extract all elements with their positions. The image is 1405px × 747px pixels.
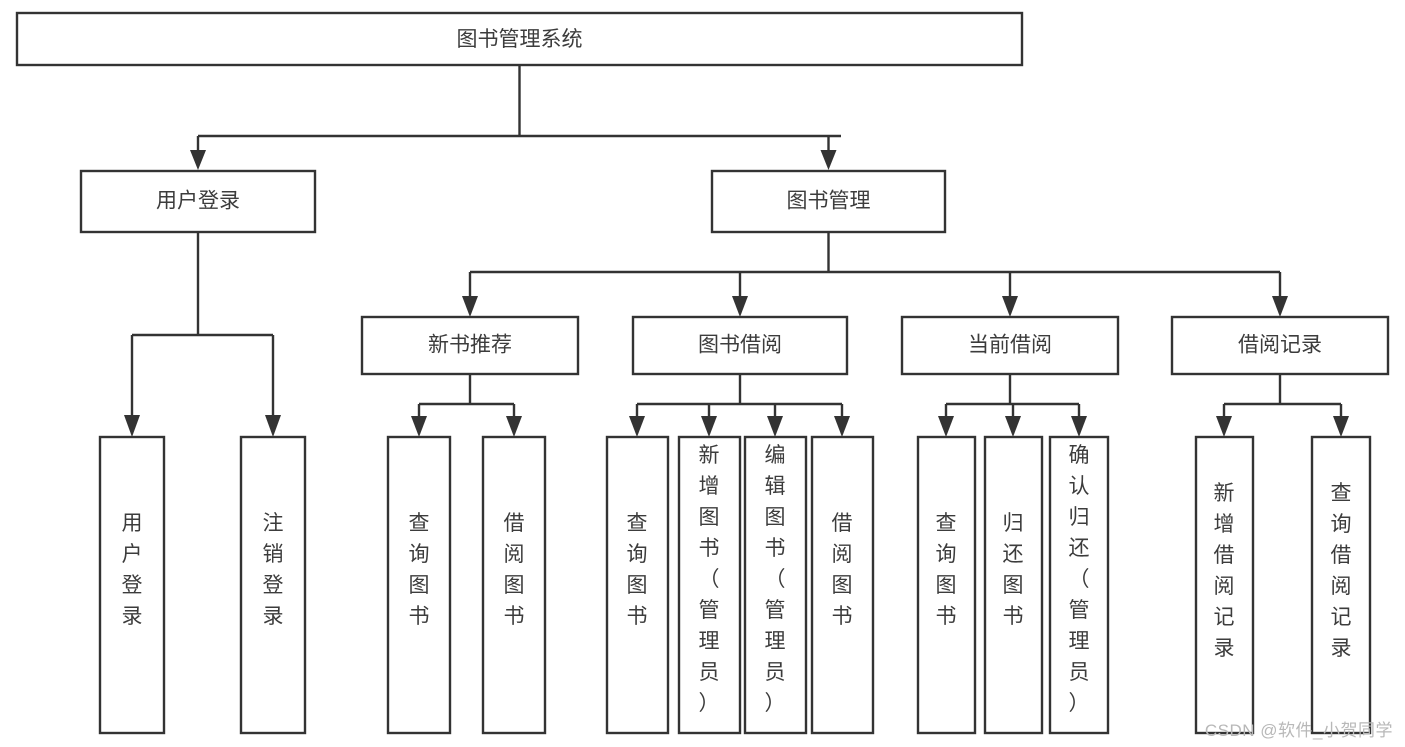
node-new-book-recommend-label: 新书推荐 xyxy=(428,334,512,357)
leaf-add-borrow-record-box[interactable] xyxy=(1194,435,1255,735)
leaf-edit-book-admin-label: 编辑图书（管理员） xyxy=(765,444,786,715)
leaf-borrow-book-recommend[interactable]: 借阅图书 xyxy=(481,435,547,735)
node-root[interactable]: 图书管理系统 xyxy=(15,11,1024,67)
node-book-borrow-box[interactable] xyxy=(631,315,849,376)
leaf-user-login-box[interactable] xyxy=(98,435,166,735)
arrow-user-leaf2-icon xyxy=(265,415,281,437)
leaf-query-book-recommend-box[interactable] xyxy=(386,435,452,735)
node-new-book-recommend-box[interactable] xyxy=(360,315,580,376)
node-borrow-record-box[interactable] xyxy=(1170,315,1390,376)
leaf-return-book-label: 归还图书 xyxy=(1003,512,1024,628)
leaf-return-book[interactable]: 归还图书 xyxy=(983,435,1044,735)
leaf-query-book-current[interactable]: 查询图书 xyxy=(916,435,977,735)
node-book-borrow[interactable]: 图书借阅 xyxy=(631,315,849,376)
node-borrow-record[interactable]: 借阅记录 xyxy=(1170,315,1390,376)
leaf-confirm-return-admin-label: 确认归还（管理员） xyxy=(1069,444,1090,715)
arrow-current-l1-icon xyxy=(938,416,954,437)
arrow-borrow-l4-icon xyxy=(834,416,850,437)
leaf-query-borrow-record-label: 查询借阅记录 xyxy=(1331,482,1352,660)
leaf-query-book-borrow-label: 查询图书 xyxy=(627,512,648,628)
leaf-add-book-admin[interactable]: 新增图书（管理员） xyxy=(677,435,742,735)
leaf-return-book-box[interactable] xyxy=(983,435,1044,735)
node-root-label: 图书管理系统 xyxy=(457,28,583,51)
node-borrow-record-label: 借阅记录 xyxy=(1238,334,1322,357)
arrow-root-to-book-icon xyxy=(820,150,837,170)
leaf-logout[interactable]: 注销登录 xyxy=(239,435,307,735)
leaf-confirm-return-admin-box[interactable] xyxy=(1048,435,1110,735)
leaf-query-book-borrow-box[interactable] xyxy=(605,435,670,735)
leaf-borrow-book-box[interactable] xyxy=(810,435,875,735)
leaf-add-book-admin-label: 新增图书（管理员） xyxy=(699,444,720,715)
arrow-user-leaf1-icon xyxy=(124,415,140,437)
arrow-book-c3-icon xyxy=(1002,296,1018,317)
leaf-query-book-recommend[interactable]: 查询图书 xyxy=(386,435,452,735)
leaf-add-book-admin-box[interactable] xyxy=(677,435,742,735)
leaf-borrow-book-recommend-box[interactable] xyxy=(481,435,547,735)
arrow-record-l2-icon xyxy=(1333,416,1349,437)
node-new-book-recommend[interactable]: 新书推荐 xyxy=(360,315,580,376)
node-book-management-box[interactable] xyxy=(710,169,947,234)
leaf-borrow-book[interactable]: 借阅图书 xyxy=(810,435,875,735)
node-book-management-label: 图书管理 xyxy=(787,190,871,213)
leaf-edit-book-admin[interactable]: 编辑图书（管理员） xyxy=(743,435,808,735)
arrow-current-l2-icon xyxy=(1005,416,1021,437)
leaf-logout-label: 注销登录 xyxy=(263,512,284,628)
arrow-record-l1-icon xyxy=(1216,416,1232,437)
arrow-newbook-l2-icon xyxy=(506,416,522,437)
node-current-borrow-box[interactable] xyxy=(900,315,1120,376)
leaf-user-login-label: 用户登录 xyxy=(122,512,143,628)
node-user-login-box[interactable] xyxy=(79,169,317,234)
arrow-borrow-l2-icon xyxy=(701,416,717,437)
arrow-book-c2-icon xyxy=(732,296,748,317)
node-current-borrow-label: 当前借阅 xyxy=(968,334,1052,357)
arrow-borrow-l3-icon xyxy=(767,416,783,437)
leaf-edit-book-admin-box[interactable] xyxy=(743,435,808,735)
leaf-query-book-current-label: 查询图书 xyxy=(936,512,957,628)
leaf-query-borrow-record[interactable]: 查询借阅记录 xyxy=(1310,435,1372,735)
leaf-query-book-current-box[interactable] xyxy=(916,435,977,735)
node-book-management[interactable]: 图书管理 xyxy=(710,169,947,234)
leaf-confirm-return-admin[interactable]: 确认归还（管理员） xyxy=(1048,435,1110,735)
arrow-newbook-l1-icon xyxy=(411,416,427,437)
csdn-watermark: CSDN @软件_小贺同学 xyxy=(1204,721,1393,740)
arrow-book-c1-icon xyxy=(462,296,478,317)
leaf-borrow-book-recommend-label: 借阅图书 xyxy=(504,512,525,628)
leaf-add-borrow-record-label: 新增借阅记录 xyxy=(1214,482,1235,660)
arrow-root-to-user-icon xyxy=(190,150,206,170)
leaf-query-borrow-record-box[interactable] xyxy=(1310,435,1372,735)
leaf-add-borrow-record[interactable]: 新增借阅记录 xyxy=(1194,435,1255,735)
arrow-book-c4-icon xyxy=(1272,296,1288,317)
leaf-logout-box[interactable] xyxy=(239,435,307,735)
leaf-user-login[interactable]: 用户登录 xyxy=(98,435,166,735)
node-user-login[interactable]: 用户登录 xyxy=(79,169,317,234)
connector-layer xyxy=(124,65,1349,437)
arrow-borrow-l1-icon xyxy=(629,416,645,437)
leaf-query-book-recommend-label: 查询图书 xyxy=(409,512,430,628)
arrow-current-l3-icon xyxy=(1071,416,1087,437)
node-current-borrow[interactable]: 当前借阅 xyxy=(900,315,1120,376)
leaf-query-book-borrow[interactable]: 查询图书 xyxy=(605,435,670,735)
leaf-borrow-book-label: 借阅图书 xyxy=(832,512,853,628)
node-user-login-label: 用户登录 xyxy=(156,190,240,213)
node-root-box[interactable] xyxy=(15,11,1024,67)
node-book-borrow-label: 图书借阅 xyxy=(698,334,782,357)
